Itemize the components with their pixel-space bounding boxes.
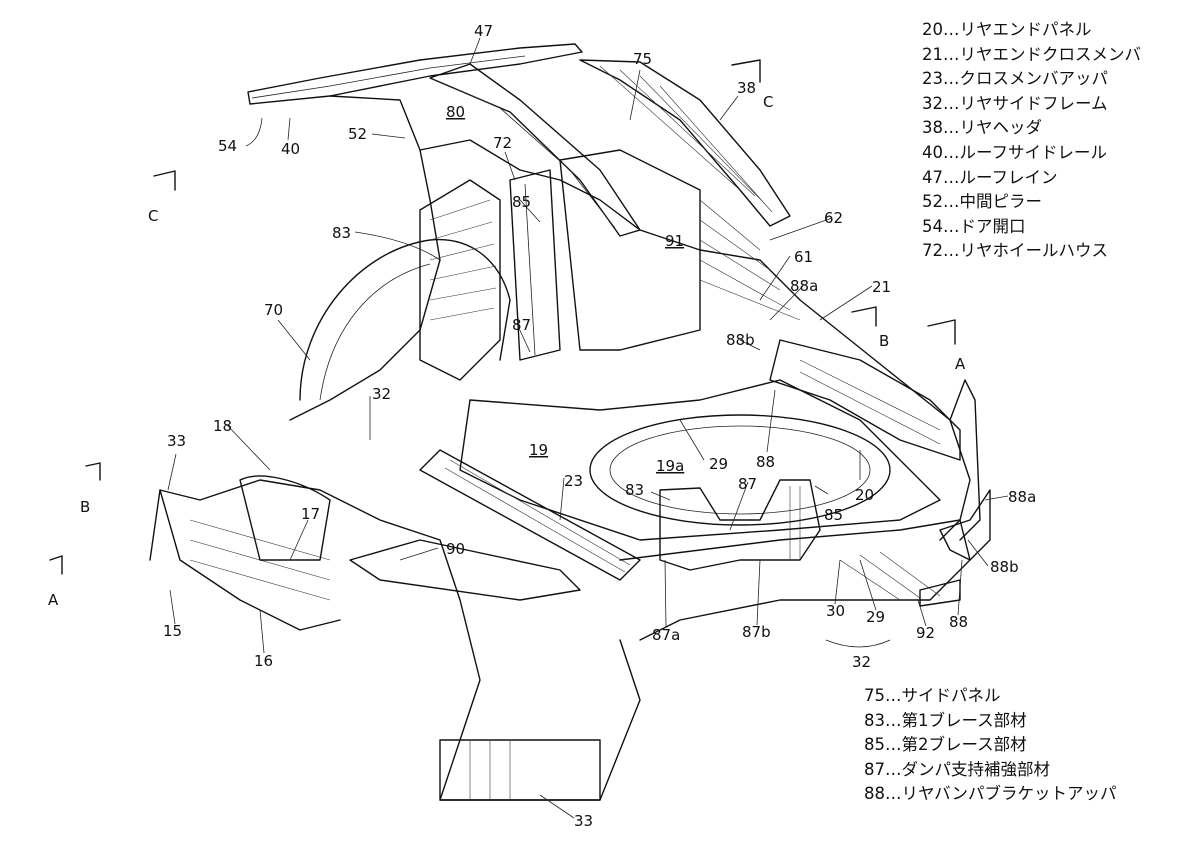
callout-17: 17 xyxy=(301,505,320,523)
section-c-right: C xyxy=(763,93,773,111)
legend-item: 47…ルーフレイン xyxy=(922,167,1058,187)
callout-88b-top: 88b xyxy=(726,331,755,349)
section-b-left: B xyxy=(80,498,90,516)
callout-87a: 87a xyxy=(652,626,680,644)
callout-29-bottom: 29 xyxy=(866,608,885,626)
legend-item: 20…リヤエンドパネル xyxy=(922,20,1092,39)
legend-item: 83…第1ブレース部材 xyxy=(864,710,1027,730)
callout-91: 91 xyxy=(665,232,684,250)
callout-21: 21 xyxy=(872,278,891,296)
body-structure xyxy=(149,43,991,801)
callout-88a-right: 88a xyxy=(1008,488,1036,506)
callout-47: 47 xyxy=(474,22,493,40)
callout-70: 70 xyxy=(264,301,283,319)
section-a-left: A xyxy=(48,591,59,609)
callout-83-mid: 83 xyxy=(625,481,644,499)
callout-19a: 19a xyxy=(656,457,684,475)
legend-item: 88…リヤバンパブラケットアッパ xyxy=(864,784,1117,804)
callout-18: 18 xyxy=(213,417,232,435)
section-c-left: C xyxy=(148,207,158,225)
legend-item: 32…リヤサイドフレーム xyxy=(922,93,1108,113)
callout-80: 80 xyxy=(446,103,465,121)
callout-32-bottom: 32 xyxy=(852,653,871,671)
legend-item: 40…ルーフサイドレール xyxy=(922,142,1108,162)
callout-54: 54 xyxy=(218,137,237,155)
callout-92: 92 xyxy=(916,624,935,642)
callout-87-top: 87 xyxy=(512,316,531,334)
callout-62: 62 xyxy=(824,209,843,227)
reference-numerals: 47 75 38 54 40 52 80 72 85 91 62 83 61 8… xyxy=(163,22,1036,830)
callout-23: 23 xyxy=(564,472,583,490)
callout-88-bottom: 88 xyxy=(949,613,968,631)
callout-19: 19 xyxy=(529,441,548,459)
legend-item: 54…ドア開口 xyxy=(922,216,1026,236)
section-a-right: A xyxy=(955,355,966,373)
callout-38: 38 xyxy=(737,79,756,97)
legend-bottom: 75…サイドパネル 83…第1ブレース部材 85…第2ブレース部材 87…ダンパ… xyxy=(864,684,1117,807)
legend-top: 20…リヤエンドパネル 21…リヤエンドクロスメンバ 23…クロスメンバアッパ … xyxy=(922,18,1141,264)
legend-item: 52…中間ピラー xyxy=(922,192,1042,212)
callout-20: 20 xyxy=(855,486,874,504)
legend-item: 85…第2ブレース部材 xyxy=(864,735,1027,755)
callout-40: 40 xyxy=(281,140,300,158)
callout-75: 75 xyxy=(633,50,652,68)
callout-88a-top: 88a xyxy=(790,277,818,295)
callout-30: 30 xyxy=(826,602,845,620)
callout-33-bottom: 33 xyxy=(574,812,593,830)
legend-item: 23…クロスメンバアッパ xyxy=(922,69,1108,89)
callout-85-mid: 85 xyxy=(824,506,843,524)
callout-88b-right: 88b xyxy=(990,558,1019,576)
callout-83-top: 83 xyxy=(332,224,351,242)
callout-33-top: 33 xyxy=(167,432,186,450)
callout-72: 72 xyxy=(493,134,512,152)
legend-item: 75…サイドパネル xyxy=(864,686,1001,705)
callout-87-mid: 87 xyxy=(738,475,757,493)
callout-61: 61 xyxy=(794,248,813,266)
callout-85: 85 xyxy=(512,193,531,211)
legend-item: 38…リヤヘッダ xyxy=(922,118,1042,138)
callout-87b: 87b xyxy=(742,623,771,641)
callout-88-mid: 88 xyxy=(756,453,775,471)
section-marks: C C B B A A xyxy=(48,59,966,609)
callout-16: 16 xyxy=(254,652,273,670)
callout-29-top: 29 xyxy=(709,455,728,473)
legend-item: 87…ダンパ支持補強部材 xyxy=(864,759,1050,779)
callout-52: 52 xyxy=(348,125,367,143)
leader-lines xyxy=(167,37,1009,819)
callout-32-top: 32 xyxy=(372,385,391,403)
callout-15: 15 xyxy=(163,622,182,640)
legend-item: 21…リヤエンドクロスメンバ xyxy=(922,44,1141,64)
callout-90: 90 xyxy=(446,540,465,558)
section-b-right: B xyxy=(879,332,889,350)
legend-item: 72…リヤホイールハウス xyxy=(922,241,1108,261)
